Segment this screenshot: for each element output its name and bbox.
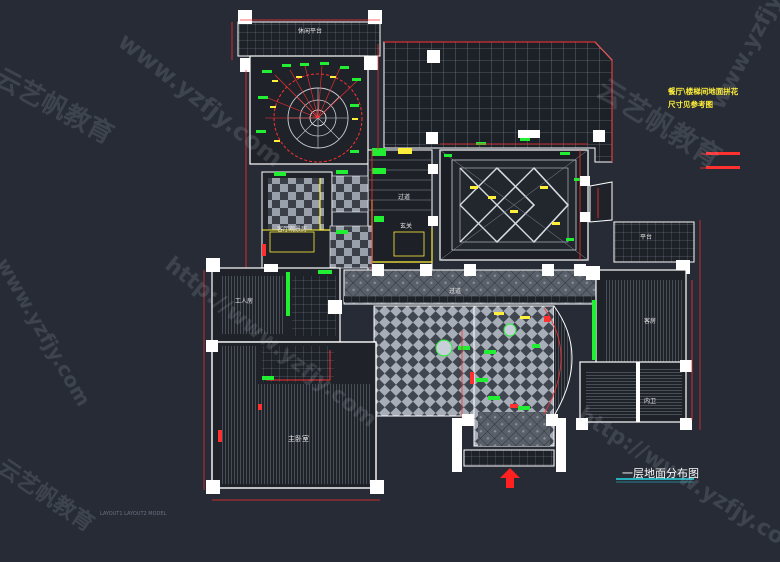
dining-room bbox=[426, 130, 613, 261]
label-corridor: 过道 bbox=[449, 288, 462, 295]
label-foyer: 玄关 bbox=[400, 223, 413, 230]
entrance-arrow-icon bbox=[500, 468, 520, 488]
right-platform bbox=[613, 221, 695, 274]
label-leisure-platform: 休闲平台 bbox=[298, 28, 323, 35]
label-living-room: 客厅观景房 bbox=[277, 226, 308, 233]
main-corridor bbox=[343, 264, 597, 316]
label-stair-hall: 过道 bbox=[398, 194, 411, 201]
note-line-1: 餐厅\楼梯间地面拼花 bbox=[668, 87, 739, 96]
label-platform: 平台 bbox=[640, 234, 653, 241]
note-line-2: 尺寸见参考图 bbox=[668, 100, 713, 109]
right-terrace bbox=[383, 41, 613, 163]
label-guest-room: 客房 bbox=[644, 318, 657, 325]
dimension-lines bbox=[203, 19, 701, 490]
cad-layout-tabs: LAYOUT1 LAYOUT2 MODEL bbox=[100, 511, 167, 517]
stair-column bbox=[367, 148, 438, 271]
drawing-title: 一层地面分布图 bbox=[622, 467, 699, 480]
stair-rotunda bbox=[240, 55, 378, 270]
guest-rooms bbox=[576, 266, 693, 430]
leisure-terrace bbox=[231, 10, 382, 60]
label-storage: 内卫 bbox=[644, 398, 657, 405]
master-bedroom bbox=[206, 340, 384, 501]
label-master-bedroom: 主卧室 bbox=[288, 435, 309, 443]
note-leaders bbox=[700, 152, 740, 169]
label-servant-room: 工人房 bbox=[235, 298, 254, 305]
viewing-room bbox=[261, 150, 373, 271]
central-hall bbox=[373, 305, 573, 472]
servant-room bbox=[206, 258, 342, 343]
floor-plan-drawing bbox=[203, 10, 740, 501]
